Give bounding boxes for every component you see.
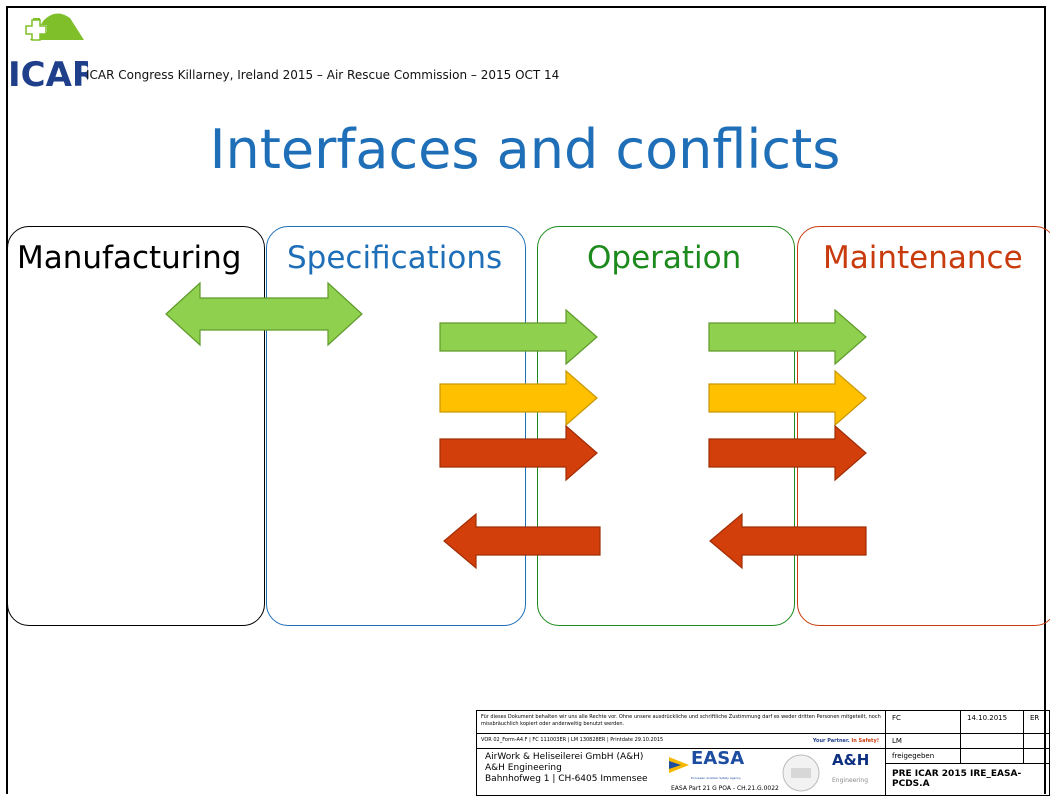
- icar-logo: ICAR: [8, 13, 88, 88]
- right-arrow-icon: [708, 424, 867, 482]
- document-id: PRE ICAR 2015 IRE_EASA-PCDS.A: [892, 769, 1022, 789]
- column-operation: [537, 226, 795, 626]
- footer-title-block: Für dieses Dokument behalten wir uns all…: [476, 710, 1050, 796]
- svg-text:ICAR: ICAR: [8, 55, 88, 88]
- footer-form-line: VOR 02_Form-A4.F | FC 111003ER | LM 1308…: [481, 737, 664, 743]
- easa-flag-icon: [669, 757, 689, 773]
- right-arrow-icon: [439, 369, 598, 427]
- column-manufacturing: [7, 226, 265, 626]
- released-date-cell: [960, 748, 1024, 764]
- fc-date-cell: 14.10.2015: [960, 710, 1024, 734]
- lm-label-cell: LM: [885, 733, 961, 749]
- right-arrow-icon: [708, 369, 867, 427]
- released-initials-cell: [1023, 748, 1050, 764]
- footer-disclaimer: Für dieses Dokument behalten wir uns all…: [481, 714, 881, 727]
- company-line-3: Bahnhofweg 1 | CH-6405 Immensee: [485, 774, 648, 784]
- ah-sub: Engineering: [832, 777, 868, 784]
- column-label-maintenance: Maintenance: [823, 240, 1023, 276]
- column-specifications: [266, 226, 526, 626]
- lm-date-cell: [960, 733, 1024, 749]
- column-label-operation: Operation: [587, 240, 742, 276]
- footer-form-cell: VOR 02_Form-A4.F | FC 111003ER | LM 1308…: [476, 733, 886, 749]
- document-id-cell: PRE ICAR 2015 IRE_EASA-PCDS.A: [885, 763, 1050, 796]
- certification-seal-icon: [782, 754, 820, 792]
- footer-partner: Your Partner. In Safety!: [812, 738, 879, 744]
- header-subtitle: ICAR Congress Killarney, Ireland 2015 – …: [86, 68, 560, 82]
- slide-title: Interfaces and conflicts: [209, 118, 841, 181]
- column-maintenance: [797, 226, 1050, 626]
- footer-disclaimer-cell: Für dieses Dokument behalten wir uns all…: [476, 710, 886, 734]
- double-arrow-icon: [165, 281, 363, 347]
- footer-company-cell: AirWork & Heliseilerei GmbH (A&H) A&H En…: [476, 748, 886, 796]
- fc-label-cell: FC: [885, 710, 961, 734]
- easa-approval: EASA Part 21 G POA - CH.21.G.0022: [671, 785, 779, 792]
- column-label-specifications: Specifications: [287, 240, 503, 276]
- column-label-manufacturing: Manufacturing: [17, 240, 242, 276]
- right-arrow-icon: [439, 424, 598, 482]
- fc-initials-cell: ER: [1023, 710, 1050, 734]
- company-line-2: A&H Engineering: [485, 763, 562, 773]
- right-arrow-icon: [708, 308, 867, 366]
- released-label-cell: freigegeben: [885, 748, 961, 764]
- easa-sub: European Aviation Safety Agency: [691, 776, 741, 780]
- ah-logo: A&H: [832, 751, 870, 769]
- easa-logo: EASA: [691, 748, 745, 769]
- left-arrow-icon: [443, 512, 601, 570]
- left-arrow-icon: [709, 512, 867, 570]
- lm-initials-cell: [1023, 733, 1050, 749]
- company-line-1: AirWork & Heliseilerei GmbH (A&H): [485, 752, 644, 762]
- right-arrow-icon: [439, 308, 598, 366]
